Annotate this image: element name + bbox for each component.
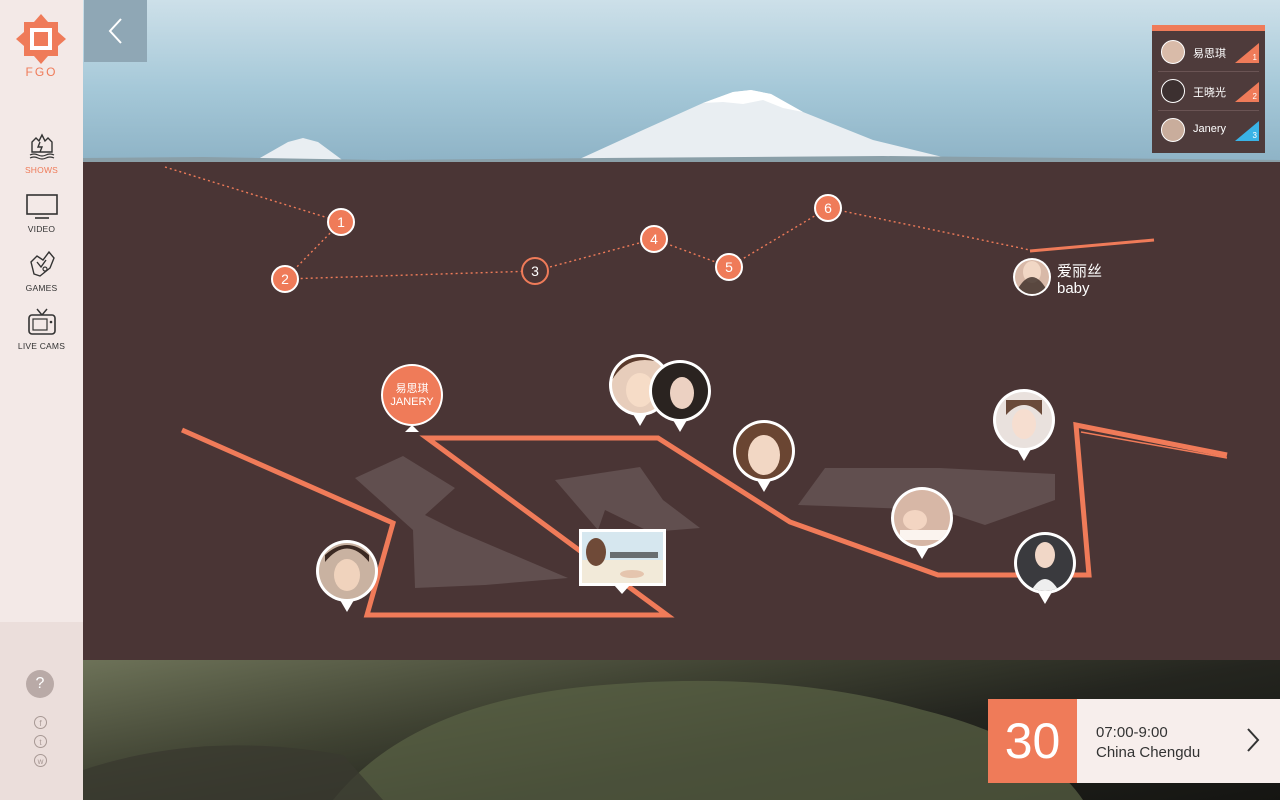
area-shape [555,467,700,532]
mountain-image [83,90,1280,162]
ranking-row[interactable]: 易思琪 1 [1152,33,1265,72]
nav-item-video[interactable]: VIDEO [0,193,83,234]
user-pin-avatar[interactable] [733,420,795,492]
dotted-route-line [164,166,1031,280]
current-user-marker[interactable]: 爱丽丝 baby [1012,257,1102,297]
route-step-5[interactable]: 5 [715,253,743,281]
avatar [1161,40,1185,64]
rank-badge [1235,82,1259,102]
route-step-2[interactable]: 2 [271,265,299,293]
twitter-icon[interactable]: t [34,735,47,748]
ranking-panel: 易思琪 1 王晓光 2 Janery 3 [1152,25,1265,153]
nav-item-live-cams[interactable]: LIVE CAMS [0,306,83,351]
ranking-name: Janery [1193,123,1227,135]
bubble-line-2: JANERY [390,396,434,408]
ranking-name: 易思琪 [1193,48,1226,60]
user-pin-avatar[interactable] [1014,532,1076,604]
shows-icon [29,133,54,160]
svg-text:3: 3 [531,263,539,279]
user-pin-avatar[interactable] [316,540,378,612]
nav-item-shows[interactable]: SHOWS [0,130,83,175]
rank-badge [1235,43,1259,63]
svg-text:5: 5 [725,259,733,275]
weibo-icon[interactable]: w [34,754,47,767]
route-step-4[interactable]: 4 [640,225,668,253]
location-label-bubble[interactable]: 易思琪 JANERY [381,364,443,432]
nav-label-video: VIDEO [27,224,56,234]
route-step-3[interactable]: 3 [521,257,549,285]
current-user-name: 爱丽丝 [1057,263,1102,280]
sidebar: FGO SHOWS VIDEO GAMES [0,0,83,800]
help-button[interactable]: ? [26,670,54,698]
user-pin-avatar[interactable] [649,360,711,432]
games-icon [29,250,55,277]
sidebar-footer [0,622,83,800]
ranking-name: 王晓光 [1193,87,1226,99]
event-place: China Chengdu [1096,744,1201,761]
back-button[interactable] [84,0,147,62]
nav-label-shows: SHOWS [24,165,59,175]
live-cam-icon [27,308,56,335]
facebook-icon[interactable]: f [34,716,47,729]
event-time: 07:00-9:00 [1096,724,1168,741]
bubble-line-1: 易思琪 [396,382,429,395]
ranking-row[interactable]: Janery 3 [1152,111,1265,150]
route-end-line [1080,431,1228,459]
logo-text: FGO [25,65,58,79]
svg-text:6: 6 [824,200,832,216]
svg-text:1: 1 [337,214,345,230]
svg-text:4: 4 [650,231,658,247]
divider [1158,110,1259,111]
nav-label-games: GAMES [25,283,58,293]
date-info-card[interactable]: 07:00-9:00 China Chengdu [1077,699,1280,783]
date-day: 30 [988,699,1077,783]
sky-background [83,0,1280,162]
user-pin-avatar[interactable] [993,389,1055,461]
photo-thumbnail-card[interactable] [579,529,666,594]
chevron-left-icon [108,18,122,44]
route-step-1[interactable]: 1 [327,208,355,236]
nav-label-live-cams: LIVE CAMS [17,341,66,351]
hills-image [83,680,1083,800]
route-extension-line [1029,238,1155,253]
nav-item-games[interactable]: GAMES [0,248,83,293]
main-route-line [180,421,1228,618]
rank-number: 2 [1252,92,1257,101]
ranking-row[interactable]: 王晓光 2 [1152,72,1265,111]
svg-text:2: 2 [281,271,289,287]
user-pin-avatar[interactable] [891,487,953,559]
tv-icon [25,194,58,219]
avatar [1161,79,1185,103]
chevron-right-icon[interactable] [1246,727,1260,753]
area-shape [355,456,568,588]
avatar [1161,118,1185,142]
route-step-6[interactable]: 6 [814,194,842,222]
rank-number: 1 [1252,53,1257,62]
fgo-logo[interactable] [16,14,66,64]
divider [1158,71,1259,72]
rank-badge [1235,121,1259,141]
rank-number: 3 [1252,131,1257,140]
current-user-subname: baby [1057,280,1090,297]
